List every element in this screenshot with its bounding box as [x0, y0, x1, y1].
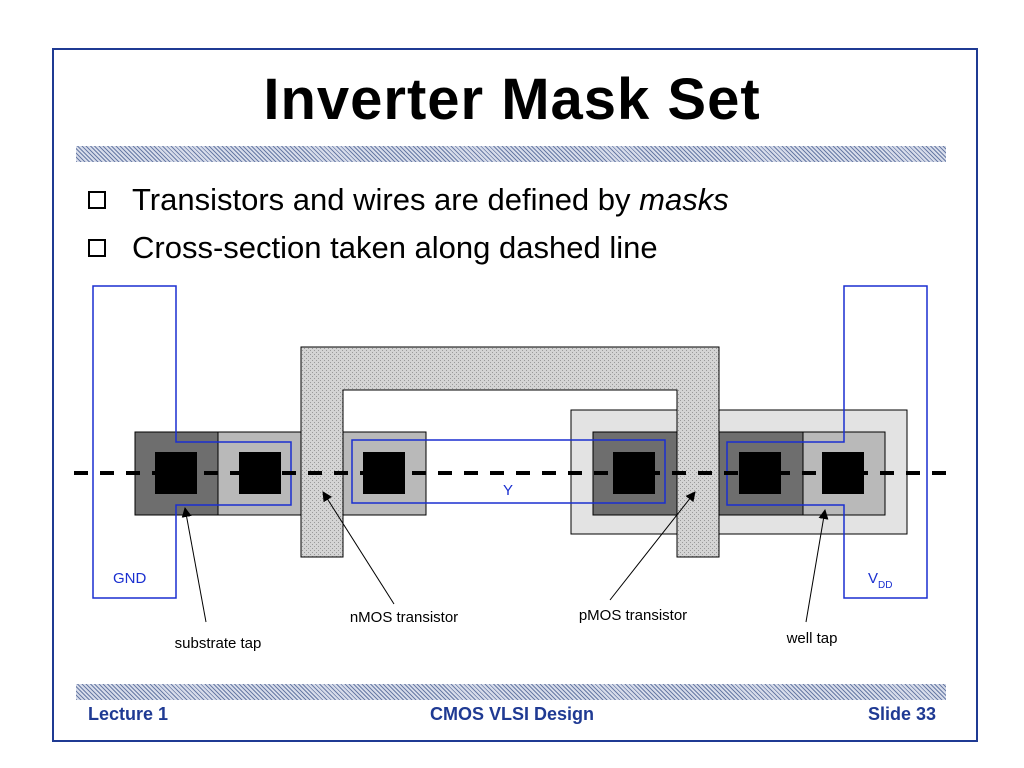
gnd-label: GND — [113, 570, 147, 587]
footer-slide-number: Slide 33 — [867, 704, 936, 724]
gnd-metal — [92, 285, 292, 599]
slide-title: Inverter Mask Set — [263, 67, 761, 132]
well-tap-label: well tap — [786, 630, 838, 647]
top-pattern-bar — [76, 146, 946, 162]
pmos-label: pMOS transistor — [579, 607, 687, 624]
bullet-text: Transistors and wires are defined by mas… — [132, 182, 729, 217]
vdd-metal — [726, 285, 928, 599]
vdd-label-subscript: DD — [878, 580, 892, 591]
square-bullet-icon — [88, 191, 106, 209]
square-bullet-icon — [88, 239, 106, 257]
substrate-tap-label: substrate tap — [175, 635, 262, 652]
slide-frame — [52, 48, 978, 742]
polysilicon-gate — [300, 346, 720, 558]
bullet-list: Transistors and wires are defined by mas… — [88, 176, 948, 272]
bullet-item: Transistors and wires are defined by mas… — [88, 176, 948, 224]
pmos-arrow — [609, 491, 696, 601]
footer-course-title: CMOS VLSI Design — [429, 704, 595, 724]
nmos-arrow — [322, 491, 395, 605]
bullet-item: Cross-section taken along dashed line — [88, 224, 948, 272]
vdd-label: VDD — [868, 570, 892, 591]
substrate-tap-arrow — [181, 507, 207, 623]
well-tap-arrow — [805, 509, 829, 623]
bottom-pattern-bar — [76, 684, 946, 700]
bullet-text: Cross-section taken along dashed line — [132, 230, 658, 265]
vdd-label-main: V — [868, 570, 878, 587]
footer-lecture: Lecture 1 — [88, 704, 169, 724]
nmos-label: nMOS transistor — [350, 609, 458, 626]
output-metal — [351, 439, 666, 504]
output-y-label: Y — [503, 482, 513, 499]
